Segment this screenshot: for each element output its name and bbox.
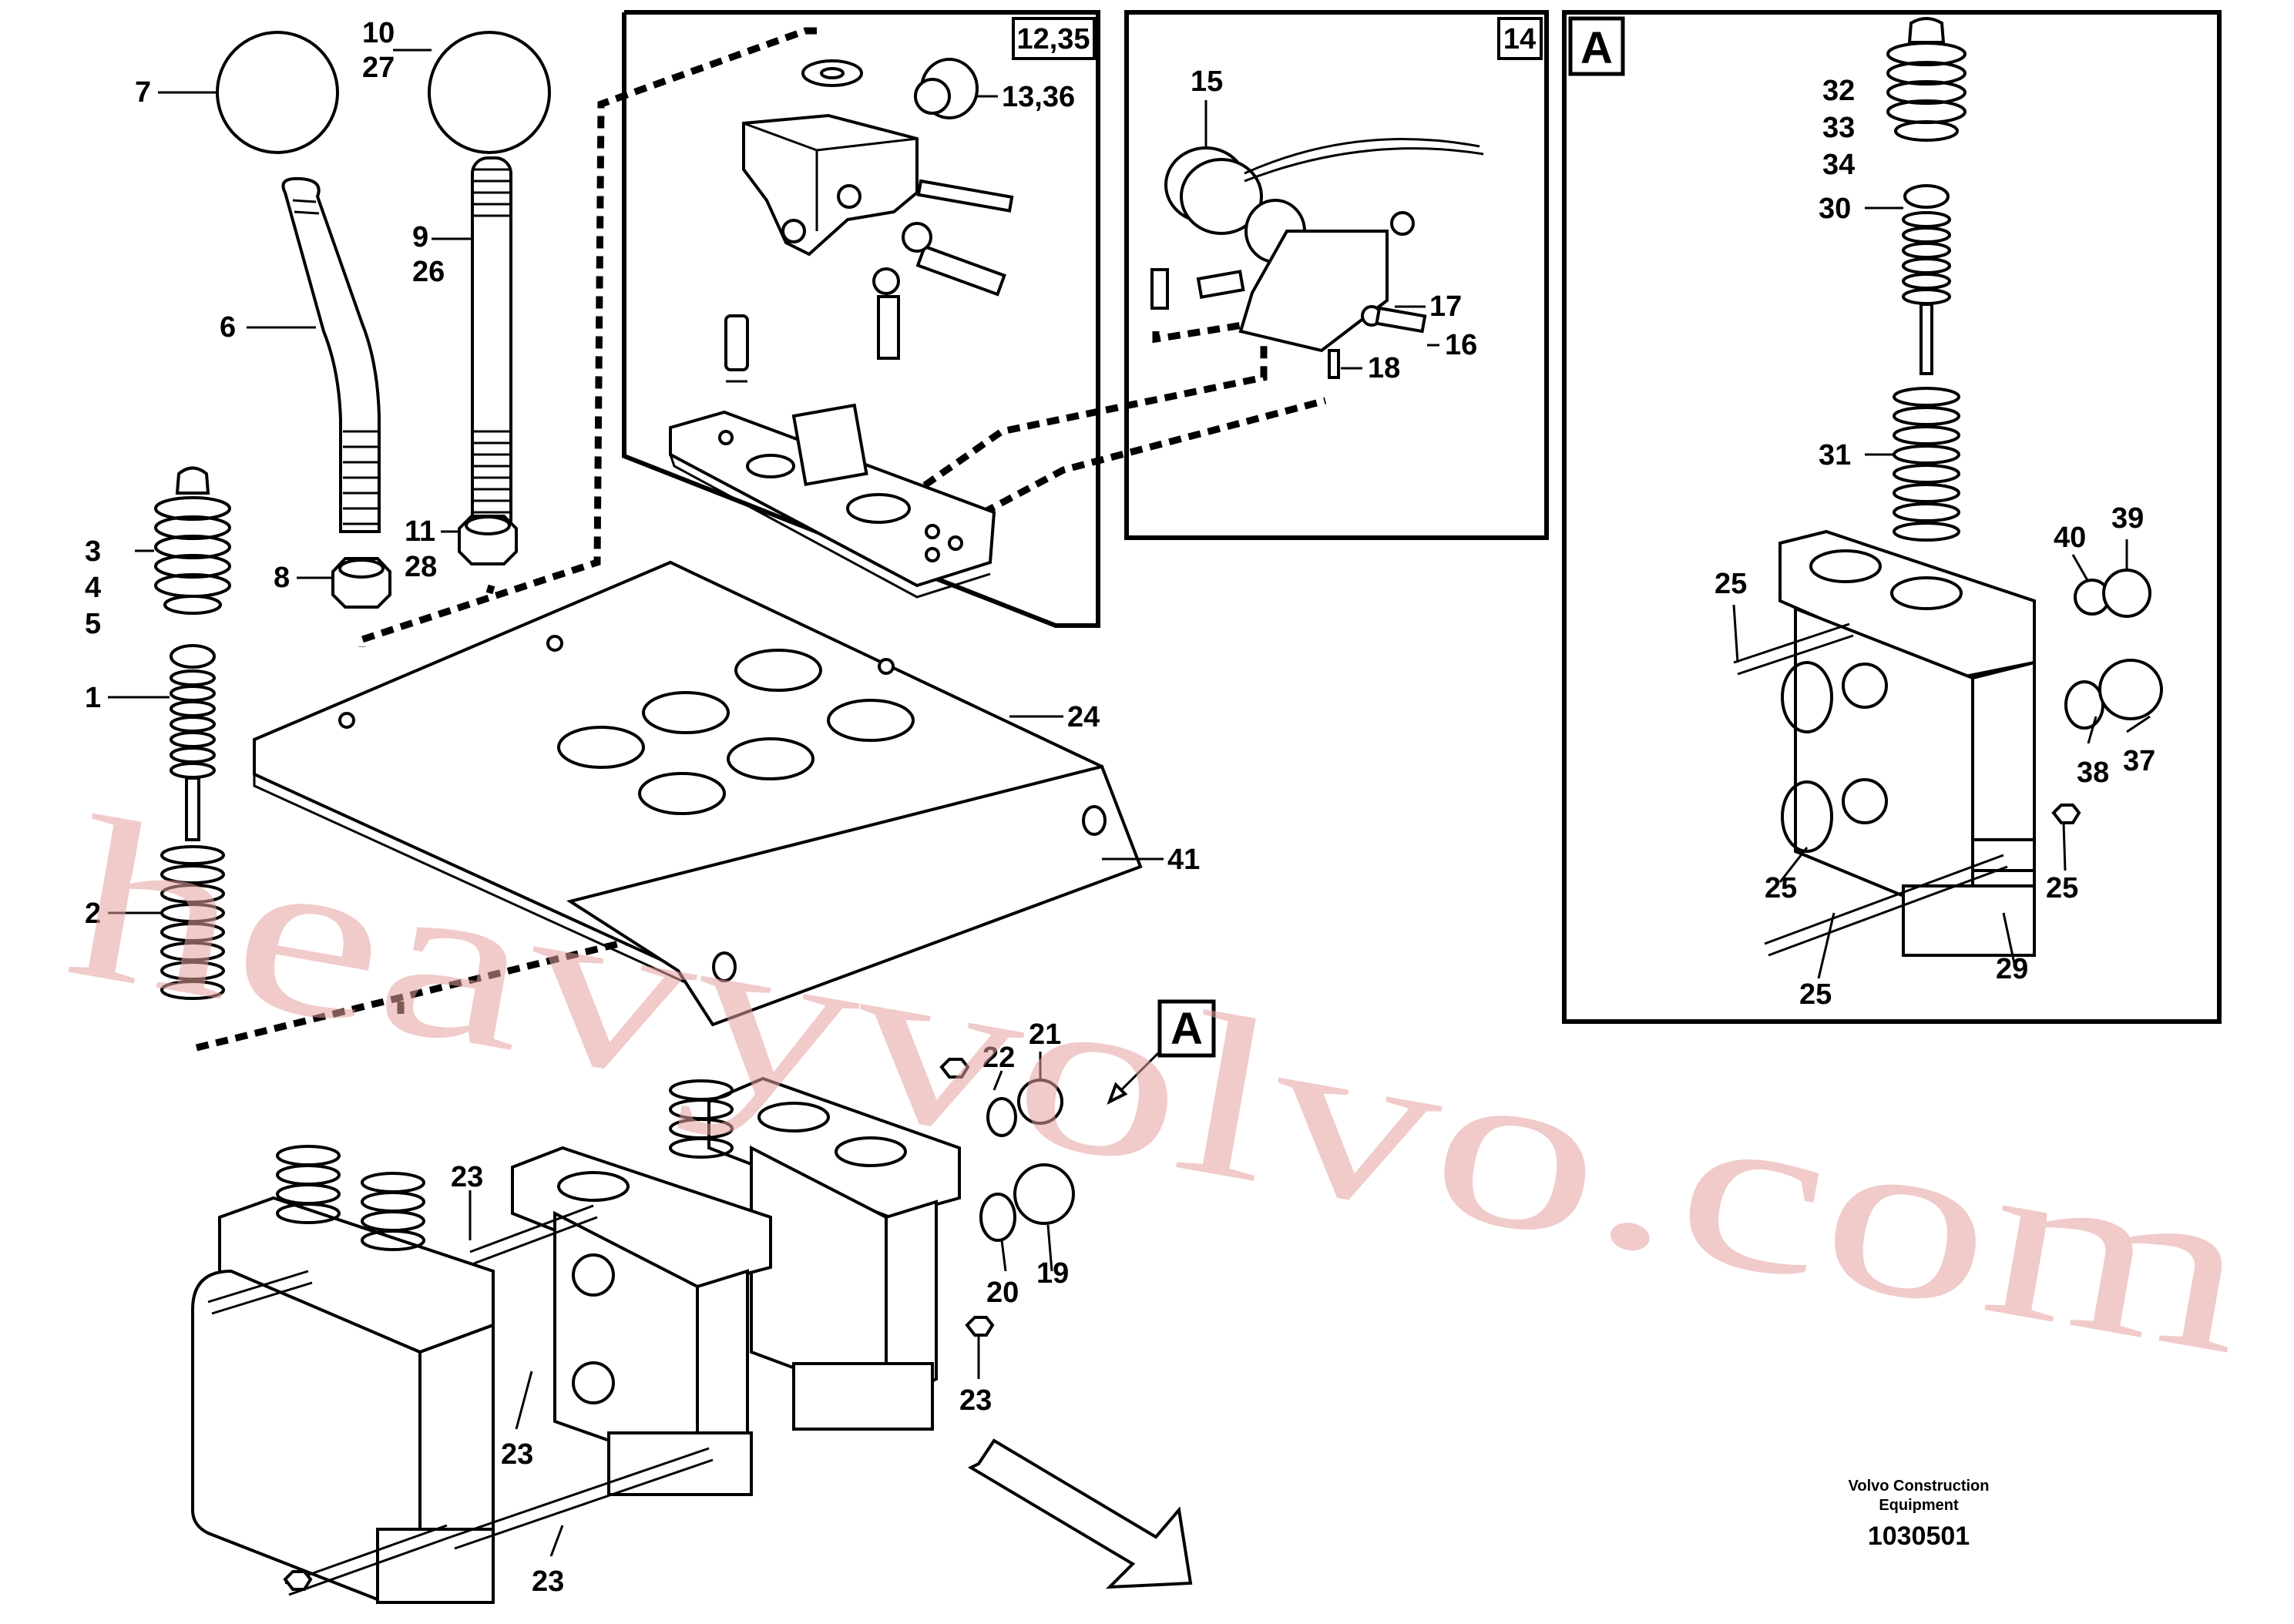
label-24: 24 <box>1067 701 1100 733</box>
label-18: 18 <box>1368 352 1400 384</box>
plunger-1 <box>170 644 216 841</box>
lever-6-bent <box>281 176 381 533</box>
caption-equipment: Equipment <box>1879 1497 1959 1514</box>
inset-tag-14: 14 <box>1503 23 1536 55</box>
label-9: 9 <box>412 221 428 253</box>
pilot-spring-3-4-5 <box>154 466 231 615</box>
detail-a-frame: A <box>1562 10 2222 1024</box>
label-27: 27 <box>362 52 395 84</box>
label-34: 34 <box>1822 149 1855 181</box>
label-6: 6 <box>220 311 236 344</box>
nut-8 <box>331 557 391 609</box>
label-3: 3 <box>85 535 101 568</box>
sensor-assembly-14 <box>1150 138 1484 379</box>
label-13-36: 13,36 <box>1002 81 1075 113</box>
label-38: 38 <box>2077 757 2109 789</box>
label-41: 41 <box>1167 844 1200 876</box>
label-20: 20 <box>986 1277 1019 1309</box>
label-23-d: 23 <box>959 1384 992 1417</box>
label-4: 4 <box>85 572 101 604</box>
figure-number: 1030501 <box>1868 1522 1970 1551</box>
knob-10-27 <box>428 31 551 154</box>
caption-company: Volvo Construction <box>1849 1478 1990 1495</box>
label-22: 22 <box>982 1042 1015 1074</box>
detail-a-spool <box>1886 17 1967 542</box>
part-labels: 7 10 27 13,36 9 26 6 3 4 5 1 2 8 11 28 1… <box>85 17 2155 1598</box>
label-39: 39 <box>2111 502 2144 535</box>
callout-a-letter: A <box>1171 1004 1203 1054</box>
label-25-d: 25 <box>1799 978 1832 1011</box>
knob-7 <box>216 31 339 154</box>
label-1: 1 <box>85 682 101 714</box>
label-7: 7 <box>135 76 151 109</box>
label-40: 40 <box>2054 522 2086 554</box>
label-37: 37 <box>2123 745 2155 777</box>
nut-11-28 <box>458 515 518 565</box>
label-5: 5 <box>85 608 101 640</box>
callout-a: A <box>1107 999 1216 1106</box>
label-25-a: 25 <box>1715 568 1747 600</box>
inset-12-35-frame: 12,35 <box>622 10 1100 628</box>
label-2: 2 <box>85 898 101 930</box>
label-31: 31 <box>1819 439 1851 471</box>
label-32: 32 <box>1822 75 1855 107</box>
caption-block: Volvo Construction Equipment 1030501 <box>1849 1478 1990 1551</box>
inset-tag-12-35: 12,35 <box>1016 23 1090 55</box>
detail-a-tag: A <box>1580 23 1613 73</box>
inset-14-frame: 14 <box>1124 10 1549 540</box>
base-plate <box>669 403 996 599</box>
label-25-b: 25 <box>1765 872 1797 904</box>
label-16: 16 <box>1445 329 1477 361</box>
label-23-a: 23 <box>451 1161 483 1193</box>
label-8: 8 <box>274 562 290 594</box>
leader-lines <box>108 49 2151 1557</box>
label-26: 26 <box>412 256 445 288</box>
lever-9-straight <box>471 156 512 537</box>
label-11: 11 <box>405 515 435 548</box>
cover-41 <box>566 764 1143 1027</box>
label-15: 15 <box>1191 65 1223 98</box>
direction-arrow-icon <box>967 1438 1193 1589</box>
label-23-b: 23 <box>501 1438 533 1471</box>
label-23-c: 23 <box>532 1565 564 1598</box>
label-30: 30 <box>1819 193 1851 225</box>
label-33: 33 <box>1822 112 1855 144</box>
label-25-c: 25 <box>2046 872 2078 904</box>
lever-bracket-assembly <box>724 58 1014 383</box>
main-valve-stack <box>191 1058 1075 1605</box>
label-19: 19 <box>1036 1257 1069 1290</box>
label-29: 29 <box>1996 953 2028 985</box>
label-21: 21 <box>1029 1018 1061 1051</box>
label-10: 10 <box>362 17 395 49</box>
detail-a-valve-body <box>1733 529 2163 957</box>
label-17: 17 <box>1429 290 1462 323</box>
label-28: 28 <box>405 551 437 583</box>
